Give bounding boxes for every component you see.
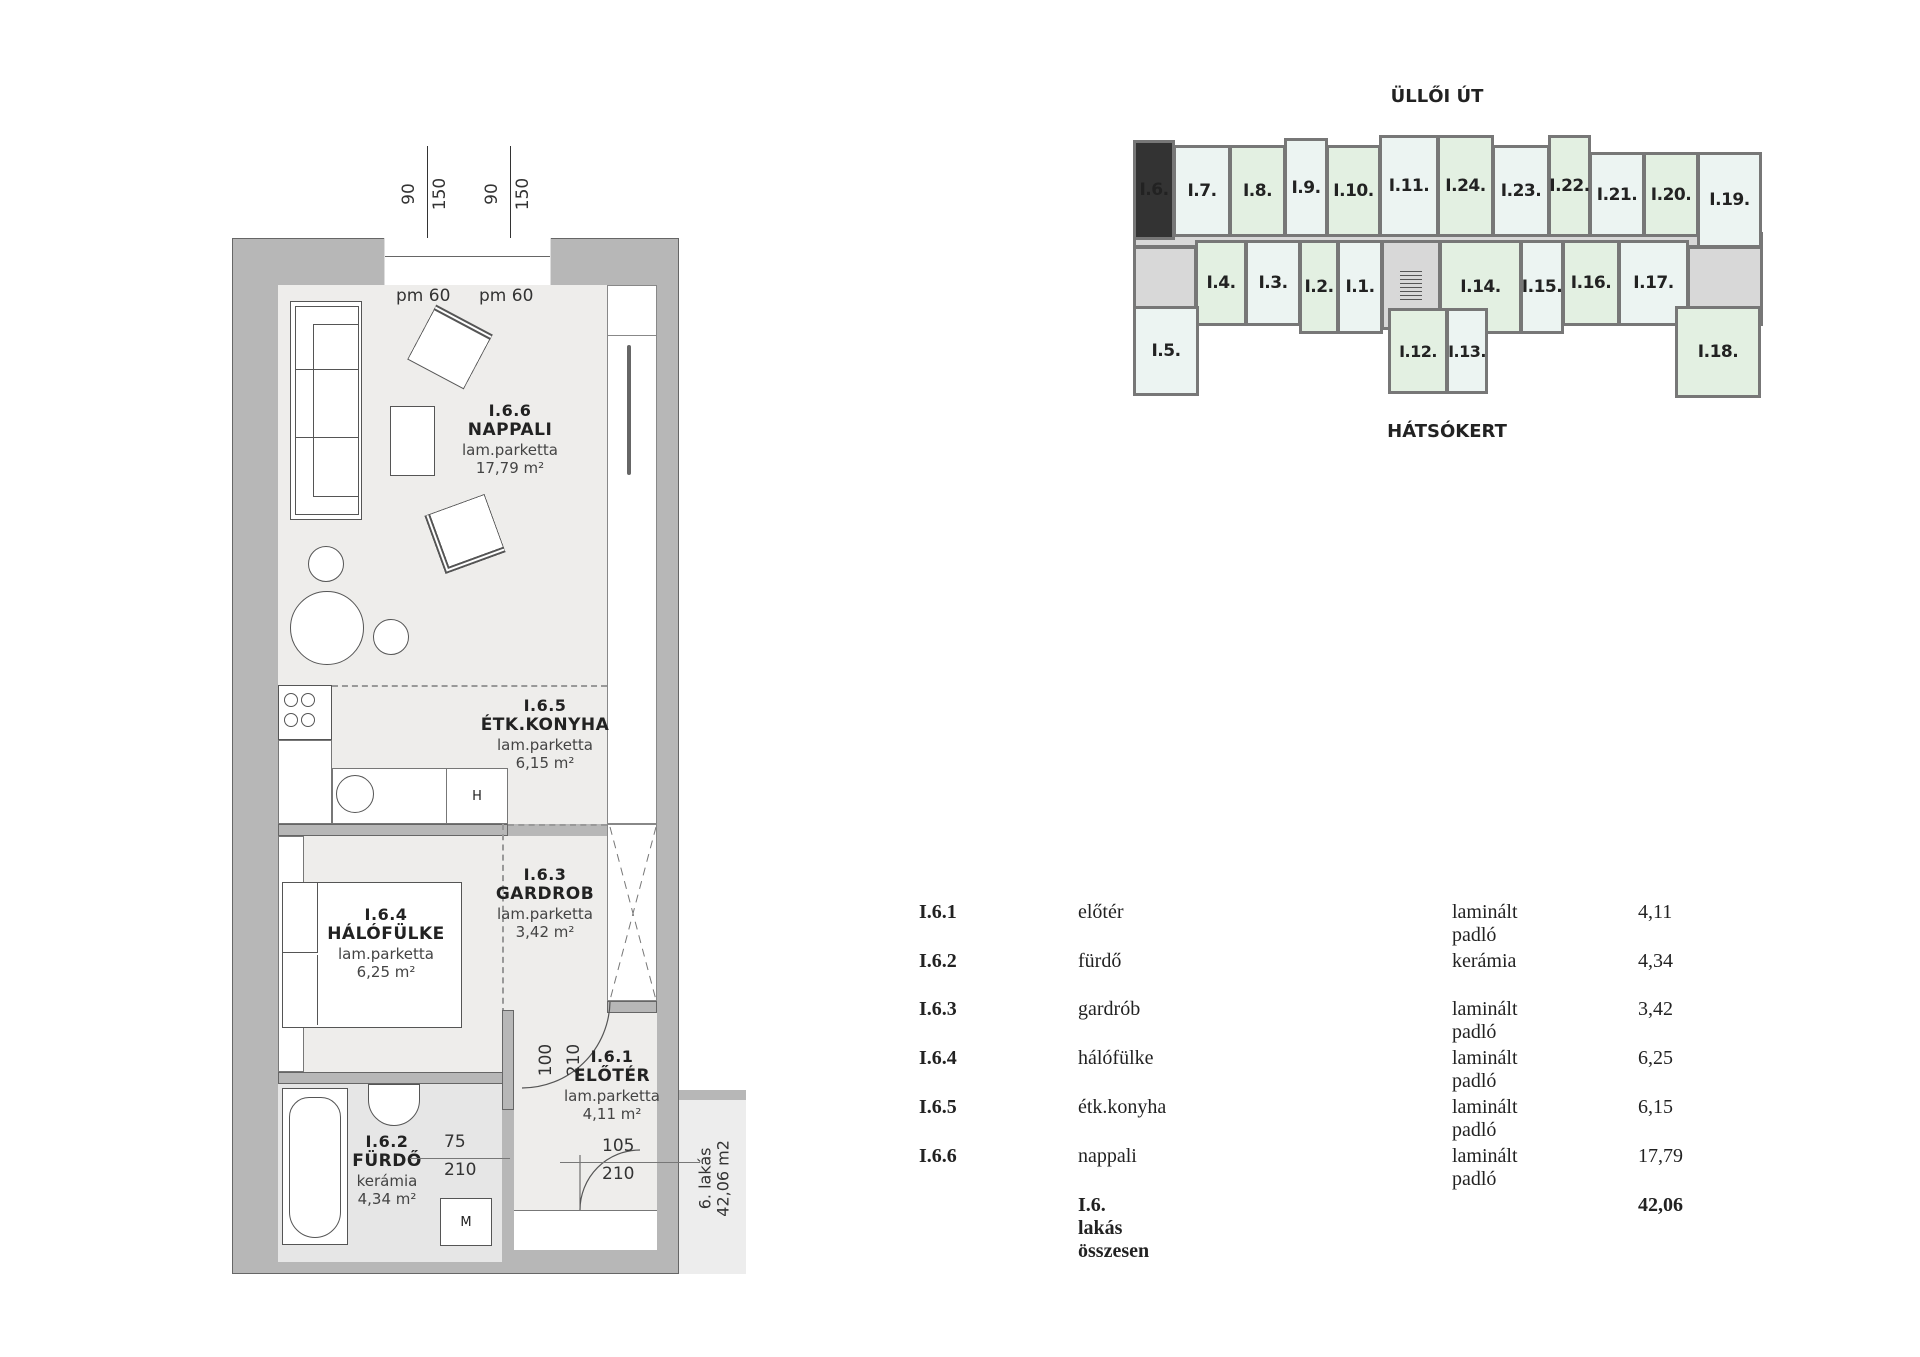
unit[interactable]: I.24. (1437, 135, 1494, 237)
floor-type: kerámia (1452, 950, 1517, 972)
unit[interactable]: I.3. (1245, 240, 1301, 326)
door-dim: 75 (444, 1132, 466, 1152)
corridor (679, 1090, 746, 1274)
unit-I6-highlighted[interactable]: I.6. (1133, 140, 1175, 240)
dining-table-icon (290, 591, 364, 665)
unit[interactable]: I.12. (1388, 308, 1448, 394)
street-label: ÜLLŐI ÚT (1390, 86, 1484, 107)
wardrobe-icon (607, 824, 657, 1001)
door-dim: 100 (536, 1043, 557, 1077)
floor-type: laminált padló (1452, 998, 1518, 1043)
sofa-icon (290, 301, 362, 520)
stove-icon (278, 685, 332, 740)
wardrobe-unit (607, 285, 657, 824)
bed-icon (282, 882, 462, 1028)
table-row: I.6.5 (919, 1096, 957, 1118)
unit[interactable]: I.5. (1133, 306, 1199, 396)
area-value: 17,79 (1638, 1145, 1683, 1167)
bathtub-icon (282, 1088, 348, 1245)
area-value: 3,42 (1638, 998, 1673, 1020)
window-sill-label: pm 60 (479, 286, 534, 306)
floor-type: laminált padló (1452, 1145, 1518, 1190)
unit[interactable]: I.9. (1284, 138, 1328, 237)
unit[interactable]: I.22. (1548, 135, 1591, 237)
area-value: 6,15 (1638, 1096, 1673, 1118)
room-name: fürdő (1078, 950, 1122, 972)
table-row: I.6.2 (919, 950, 957, 972)
area-value: 4,11 (1638, 901, 1673, 923)
unit[interactable]: I.23. (1492, 145, 1550, 237)
unit[interactable]: I.21. (1589, 152, 1645, 237)
door-dim: 210 (602, 1164, 635, 1184)
door-dim: 210 (444, 1160, 477, 1180)
unit[interactable]: I.2. (1299, 240, 1339, 334)
tv-icon (627, 345, 631, 475)
unit[interactable]: I.7. (1173, 145, 1231, 237)
total-label: I.6. lakás összesen (1078, 1194, 1150, 1262)
area-value: 6,25 (1638, 1047, 1673, 1069)
chair-icon (308, 546, 344, 582)
partition-wall (278, 824, 508, 836)
floor-type: laminált padló (1452, 1047, 1518, 1092)
unit[interactable]: I.8. (1229, 145, 1286, 237)
door-dim: 105 (602, 1136, 635, 1156)
partition-wall (502, 1010, 514, 1110)
kitchen-counter (278, 740, 332, 824)
room-name: előtér (1078, 901, 1124, 923)
unit[interactable]: I.15. (1520, 240, 1564, 334)
room-name: nappali (1078, 1145, 1137, 1167)
washing-machine-icon: M (440, 1198, 492, 1246)
window-sill-label: pm 60 (396, 286, 451, 306)
key-plan: ÜLLŐI ÚT HÁTSÓKERT I.6. I.7. I.8. I.9. I… (0, 0, 1920, 460)
room-name: gardrób (1078, 998, 1141, 1020)
door-swing-icon (521, 1001, 641, 1211)
unit[interactable]: I.19. (1697, 152, 1762, 248)
unit[interactable]: I.13. (1446, 308, 1488, 394)
floor-type: laminált padló (1452, 1096, 1518, 1141)
unit[interactable]: I.11. (1379, 135, 1439, 237)
fridge-icon: H (446, 768, 508, 824)
floor-type: laminált padló (1452, 901, 1518, 946)
washbasin-icon (368, 1084, 420, 1126)
table-row: I.6.6 (919, 1145, 957, 1167)
garden-label: HÁTSÓKERT (1387, 421, 1507, 442)
kitchen-divider (332, 685, 607, 687)
sink-icon (336, 775, 374, 813)
unit[interactable]: I.1. (1337, 240, 1383, 334)
total-value: 42,06 (1638, 1194, 1683, 1216)
chair-icon (373, 619, 409, 655)
room-name: étk.konyha (1078, 1096, 1167, 1118)
unit[interactable]: I.20. (1643, 152, 1699, 237)
table-row: I.6.4 (919, 1047, 957, 1069)
room-name: hálófülke (1078, 1047, 1154, 1069)
partition-wall (278, 1072, 512, 1084)
partition-wall (607, 1001, 657, 1013)
coffee-table-icon (390, 406, 435, 476)
area-value: 4,34 (1638, 950, 1673, 972)
unit[interactable]: I.16. (1562, 240, 1620, 326)
unit[interactable]: I.18. (1675, 306, 1761, 398)
table-row: I.6.1 (919, 901, 957, 923)
table-row: I.6.3 (919, 998, 957, 1020)
window (384, 238, 551, 285)
unit[interactable]: I.4. (1195, 240, 1247, 326)
partition-wall (514, 1250, 657, 1262)
unit[interactable]: I.10. (1326, 145, 1381, 237)
